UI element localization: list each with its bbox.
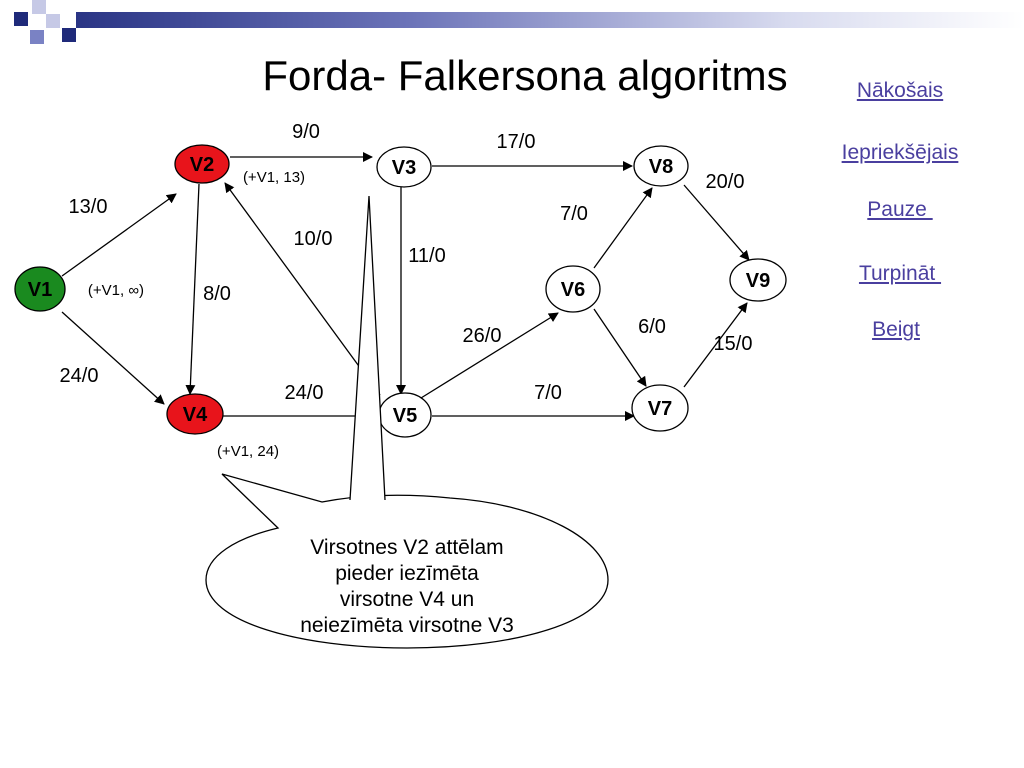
- callout: Virsotnes V2 attēlam pieder iezīmēta virso…: [205, 195, 609, 649]
- node-v2: V2: [174, 144, 230, 184]
- slide-title: Forda- Falkersona algoritms: [262, 52, 788, 99]
- edge-capacity-label: 24/0: [285, 382, 324, 404]
- edge-capacity-label: 15/0: [714, 333, 753, 355]
- callout-line: virsotne V4 un: [340, 588, 474, 611]
- edge-capacity-label: 7/0: [534, 382, 562, 404]
- header-bar: [76, 12, 1024, 28]
- next-link[interactable]: Nākošais: [856, 79, 944, 102]
- edge-V1-V4: [61, 311, 165, 405]
- node-label: V4: [183, 404, 208, 426]
- edge-V5-V6: [420, 312, 559, 399]
- edge-V7-V9: [683, 302, 748, 388]
- callout-line: pieder iezīmēta: [335, 562, 479, 585]
- node-label: V1: [28, 279, 52, 301]
- header-square: [32, 0, 46, 14]
- node-label: V2: [190, 154, 214, 176]
- node-circle: [631, 384, 689, 432]
- edge-V2-V4: [185, 183, 200, 395]
- header-decoration: [0, 0, 1024, 60]
- node-label: V3: [392, 157, 416, 179]
- edge-V5-V2: [224, 182, 381, 396]
- edges-layer: 13/0 24/0 9/0 8/0 10/0 11/0 17/0 24/0 26/0 7/0 7/0…: [60, 121, 753, 421]
- node-v6: V6: [545, 265, 601, 313]
- node-circle: [14, 266, 66, 312]
- node-circle: [376, 146, 432, 188]
- edge-capacity-label: 26/0: [463, 325, 502, 347]
- node-marks-layer: (+V1, ∞) (+V1, 13) (+V1, 24): [88, 169, 305, 460]
- header-square: [30, 30, 44, 44]
- callout-line: neiezīmēta virsotne V3: [300, 614, 514, 637]
- node-label: V5: [393, 405, 417, 427]
- node-mark-v4: (+V1, 24): [217, 443, 279, 460]
- node-v5: V5: [378, 392, 432, 438]
- node-circle: [545, 265, 601, 313]
- continue-link[interactable]: Turpināt: [858, 262, 942, 285]
- node-circle: [174, 144, 230, 184]
- node-v3: V3: [376, 146, 432, 188]
- edge-capacity-label: 9/0: [292, 121, 320, 143]
- edge-capacity-label: 6/0: [638, 316, 666, 338]
- node-label: V6: [561, 279, 585, 301]
- edge-V6-V7: [593, 308, 647, 387]
- node-label: V7: [648, 398, 672, 420]
- node-v4: V4: [166, 393, 224, 435]
- callout-line: Virsotnes V2 attēlam: [310, 536, 503, 559]
- node-label: V8: [649, 156, 673, 178]
- edge-capacity-label: 7/0: [560, 203, 588, 225]
- edge-capacity-label: 10/0: [294, 228, 333, 250]
- node-v8: V8: [633, 145, 689, 187]
- node-circle: [166, 393, 224, 435]
- edge-capacity-label: 17/0: [497, 131, 536, 153]
- header-square: [14, 12, 28, 26]
- node-label: V9: [746, 270, 770, 292]
- edge-capacity-label: 24/0: [60, 365, 99, 387]
- callout-pointer: [349, 195, 386, 501]
- node-v7: V7: [631, 384, 689, 432]
- node-mark-v2: (+V1, 13): [243, 169, 305, 186]
- header-square: [46, 14, 60, 28]
- node-mark-v1: (+V1, ∞): [88, 282, 144, 299]
- edge-capacity-label: 20/0: [706, 171, 745, 193]
- node-circle: [633, 145, 689, 187]
- pause-link[interactable]: Pauze: [867, 198, 933, 221]
- edge-V6-V8: [593, 187, 653, 269]
- edge-capacity-label: 8/0: [203, 283, 231, 305]
- node-circle: [729, 258, 787, 302]
- edge-capacity-label: 11/0: [408, 245, 445, 267]
- edge-capacity-label: 13/0: [69, 196, 108, 218]
- end-link[interactable]: Beigt: [872, 318, 920, 341]
- node-v9: V9: [729, 258, 787, 302]
- callout-text: Virsotnes V2 attēlam pieder iezīmēta virso…: [300, 536, 514, 637]
- header-square: [62, 28, 76, 42]
- callout-bubble: [205, 473, 609, 649]
- node-v1: V1: [14, 266, 66, 312]
- edge-V8-V9: [683, 184, 750, 261]
- previous-link[interactable]: Iepriekšējais: [841, 141, 959, 164]
- edge-V1-V2: [61, 193, 177, 277]
